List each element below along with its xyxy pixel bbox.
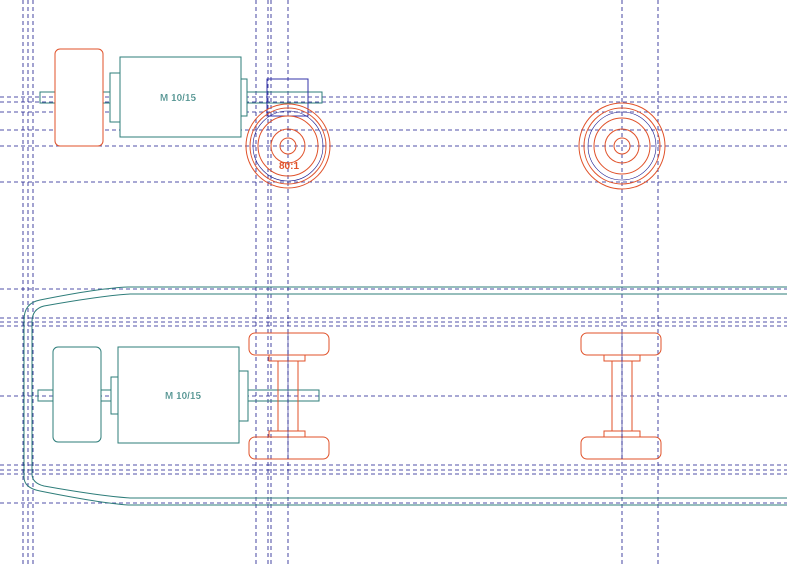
bottom-flywheel xyxy=(52,346,102,443)
bottom-motor-label: M 10/15 xyxy=(165,391,202,402)
top-view-assembly: M 10/15 80:1 xyxy=(39,48,666,190)
chassis-outline-inner xyxy=(31,293,787,499)
top-motor-label: M 10/15 xyxy=(160,93,197,104)
top-trailing-wheel xyxy=(578,102,666,190)
bottom-motor-mount-right xyxy=(238,370,249,422)
bottom-view-assembly: M 10/15 xyxy=(23,286,787,506)
front-wheelset xyxy=(248,332,330,460)
chassis-outline-outer xyxy=(23,286,787,506)
top-flywheel xyxy=(54,48,104,147)
bottom-motor-mount-left xyxy=(110,376,119,415)
rear-wheelset xyxy=(580,332,662,460)
bottom-motor-body xyxy=(117,346,240,444)
top-motor-mount-right xyxy=(240,78,248,117)
top-motor-body xyxy=(119,56,242,138)
top-motor-mount-left xyxy=(109,72,121,123)
top-gear-ratio-label: 80:1 xyxy=(279,161,299,172)
top-drive-wheel xyxy=(245,103,331,189)
